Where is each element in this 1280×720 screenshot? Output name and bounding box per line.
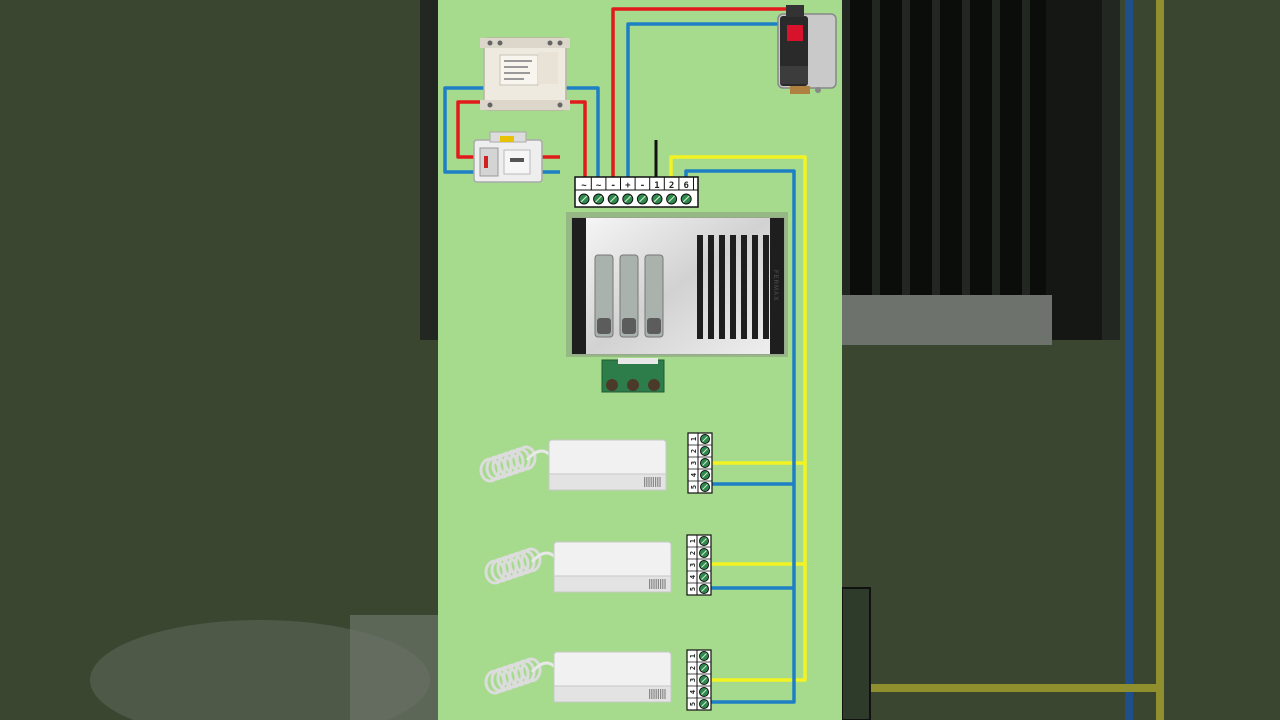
diagram-panel bbox=[438, 0, 842, 720]
background-grille bbox=[850, 0, 1052, 295]
